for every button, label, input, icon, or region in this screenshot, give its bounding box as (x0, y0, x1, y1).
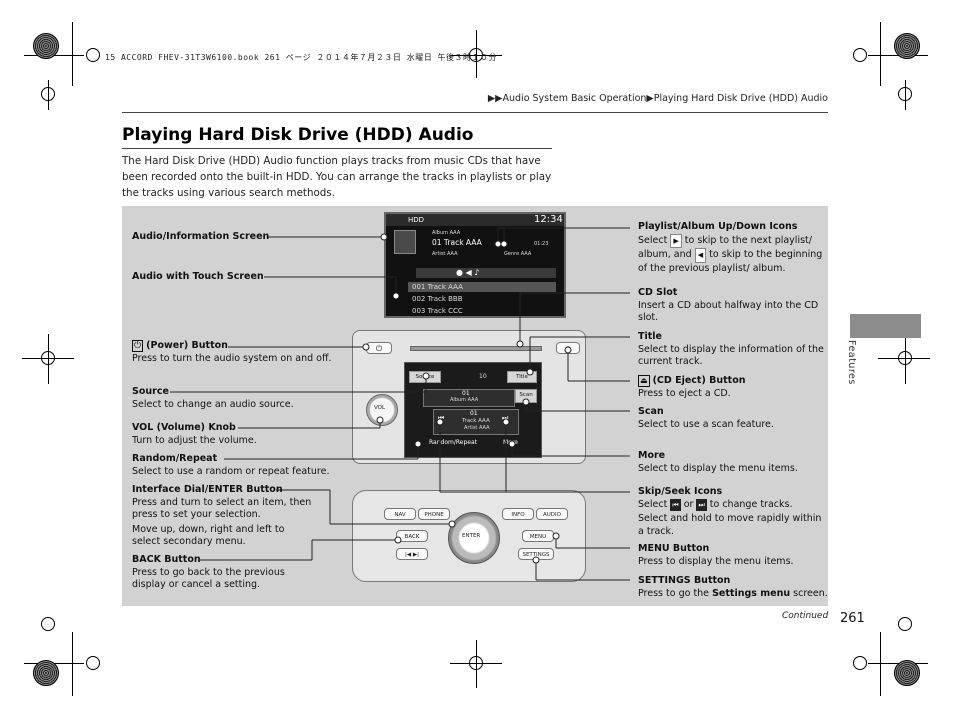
section-tab-label: Features (846, 340, 857, 385)
list-item-1[interactable]: 001 Track AAA (408, 282, 556, 292)
continued-note: Continued (782, 611, 829, 621)
breadcrumb-current: Playing Hard Disk Drive (HDD) Audio (653, 93, 828, 104)
list-item-2[interactable]: 002 Track BBB (412, 295, 463, 303)
registration-mark (469, 48, 483, 62)
label-interface-dial: Interface Dial/ENTER Button Press and tu… (132, 484, 312, 547)
audio-information-screen: HDD 12:34 Album AAA 01 Track AAA Artist … (384, 212, 566, 318)
phone-button[interactable]: PHONE (418, 508, 450, 520)
menu-button[interactable]: MENU (522, 530, 554, 542)
screen-source: HDD (408, 216, 425, 224)
volume-readout: 10 (479, 373, 487, 380)
touch-icon-bar[interactable]: ● ◀ ♪ (416, 268, 556, 278)
color-disc-mark (894, 33, 920, 59)
registration-mark (41, 617, 55, 631)
color-disc-mark (33, 33, 59, 59)
screen-genre: Genre AAA (504, 251, 532, 257)
breadcrumb-link-basic-operation[interactable]: Audio System Basic Operation (502, 93, 647, 104)
next-album-icon: ▶ (670, 233, 682, 248)
vol-label: VOL (374, 405, 386, 411)
nav-button[interactable]: NAV (384, 508, 416, 520)
label-playlist-icons: Playlist/Album Up/Down Icons Select ▶ to… (638, 221, 823, 274)
registration-mark (853, 656, 867, 670)
breadcrumb-rule (122, 112, 828, 113)
skip-forward-icon: ⏭ (696, 498, 707, 511)
skip-back-icon: ⏮ (670, 498, 681, 511)
list-item-3[interactable]: 003 Track CCC (412, 307, 463, 315)
breadcrumb: ▶▶Audio System Basic Operation▶Playing H… (484, 93, 828, 104)
screen-track: 01 Track AAA (432, 238, 482, 247)
eject-icon: ⏏ (638, 375, 650, 387)
color-disc-mark (33, 660, 59, 686)
screen-time: 01:23 (534, 241, 549, 247)
title-rule (122, 148, 552, 149)
section-tab (850, 314, 921, 338)
registration-mark (853, 48, 867, 62)
page-number: 261 (840, 611, 865, 626)
audio-button[interactable]: AUDIO (536, 508, 568, 520)
registration-mark (898, 617, 912, 631)
album-selector[interactable]: 01 Album AAA (423, 389, 515, 407)
page-title: Playing Hard Disk Drive (HDD) Audio (122, 125, 474, 145)
intro-paragraph: The Hard Disk Drive (HDD) Audio function… (122, 155, 552, 199)
label-settings-button: SETTINGS Button Press to go the Settings… (638, 575, 828, 599)
registration-mark (86, 656, 100, 670)
registration-mark (898, 351, 912, 365)
screen-artist: Artist AAA (432, 251, 458, 257)
power-icon: ⏻ (132, 340, 144, 352)
registration-mark (469, 656, 483, 670)
label-audio-touch-screen: Audio with Touch Screen (132, 271, 264, 282)
breadcrumb-separator: ▶ (646, 93, 654, 104)
screen-clock: 12:34 (534, 214, 563, 225)
playlist-icons[interactable]: ● ◀ ♪ (456, 268, 480, 277)
track-seek-button[interactable]: |◀ ▶| (396, 548, 428, 560)
skip-forward-icon[interactable]: ⏭ (502, 414, 509, 422)
previous-album-icon: ◀ (694, 248, 707, 263)
print-info-line: 15 ACCORD FHEV-31T3W6100.book 261 ページ ２０… (105, 53, 498, 62)
info-button[interactable]: INFO (502, 508, 534, 520)
cd-slot (410, 346, 542, 351)
screen-album: Album AAA (432, 230, 461, 236)
random-repeat-button[interactable]: Random/Repeat (429, 439, 477, 446)
back-button[interactable]: BACK (396, 530, 428, 542)
label-skip-seek: Skip/Seek Icons Select ⏮ or ⏭ to change … (638, 486, 822, 537)
color-disc-mark (894, 660, 920, 686)
enter-button[interactable]: ENTER (462, 533, 481, 539)
breadcrumb-marker: ▶▶ (487, 93, 503, 104)
registration-mark (41, 351, 55, 365)
skip-back-icon[interactable]: ⏮ (438, 414, 445, 422)
registration-mark (898, 87, 912, 101)
power-button[interactable]: ⏻ (366, 342, 392, 354)
registration-mark (86, 48, 100, 62)
registration-mark (41, 87, 55, 101)
interface-dial[interactable]: ENTER (448, 512, 500, 564)
album-art-icon (394, 230, 416, 254)
label-audio-information-screen: Audio/Information Screen (132, 231, 270, 242)
